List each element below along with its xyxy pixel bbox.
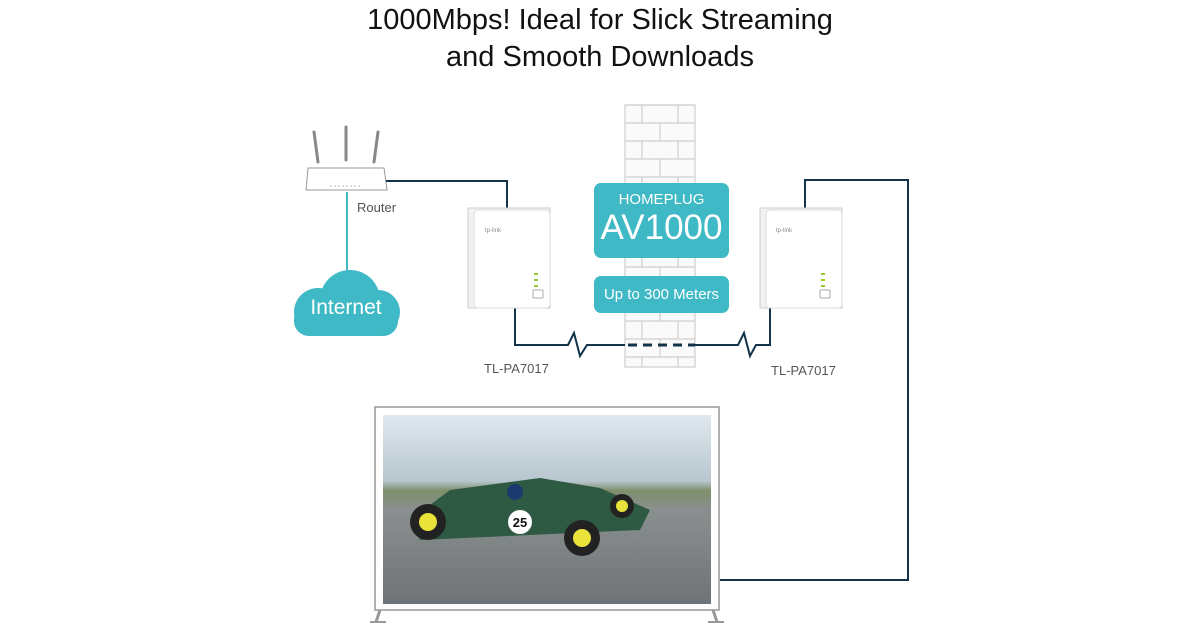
headline-line2: and Smooth Downloads: [446, 41, 754, 73]
adapter-left-model: TL-PA7017: [484, 361, 549, 376]
powerline-right: [695, 306, 771, 359]
svg-text:tp-link: tp-link: [776, 228, 793, 234]
powerline-adapter-left-icon: tp-link: [467, 207, 551, 309]
svg-text:tp-link: tp-link: [485, 228, 502, 234]
router-label: Router: [357, 200, 397, 215]
tv-icon: 25: [370, 406, 724, 623]
internet-cloud-icon: [294, 270, 400, 336]
homeplug-label: HOMEPLUG: [618, 191, 705, 208]
adapter-to-tv-cable: [720, 179, 909, 581]
range-badge: Up to 300 Meters: [594, 276, 729, 313]
powerline-left: [514, 306, 625, 359]
router-to-adapter-cable: [386, 180, 508, 208]
internet-label: Internet: [310, 296, 382, 319]
powerline-adapter-right-icon: tp-link: [759, 207, 843, 309]
adapter-right-model: TL-PA7017: [771, 363, 836, 378]
headline-line1: 1000Mbps! Ideal for Slick Streaming: [367, 4, 833, 36]
homeplug-badge: HOMEPLUG AV1000: [594, 183, 729, 258]
av1000-label: AV1000: [600, 208, 723, 247]
car-number: 25: [513, 515, 527, 530]
router-icon: [305, 125, 388, 191]
race-car-image: 25: [410, 478, 650, 556]
